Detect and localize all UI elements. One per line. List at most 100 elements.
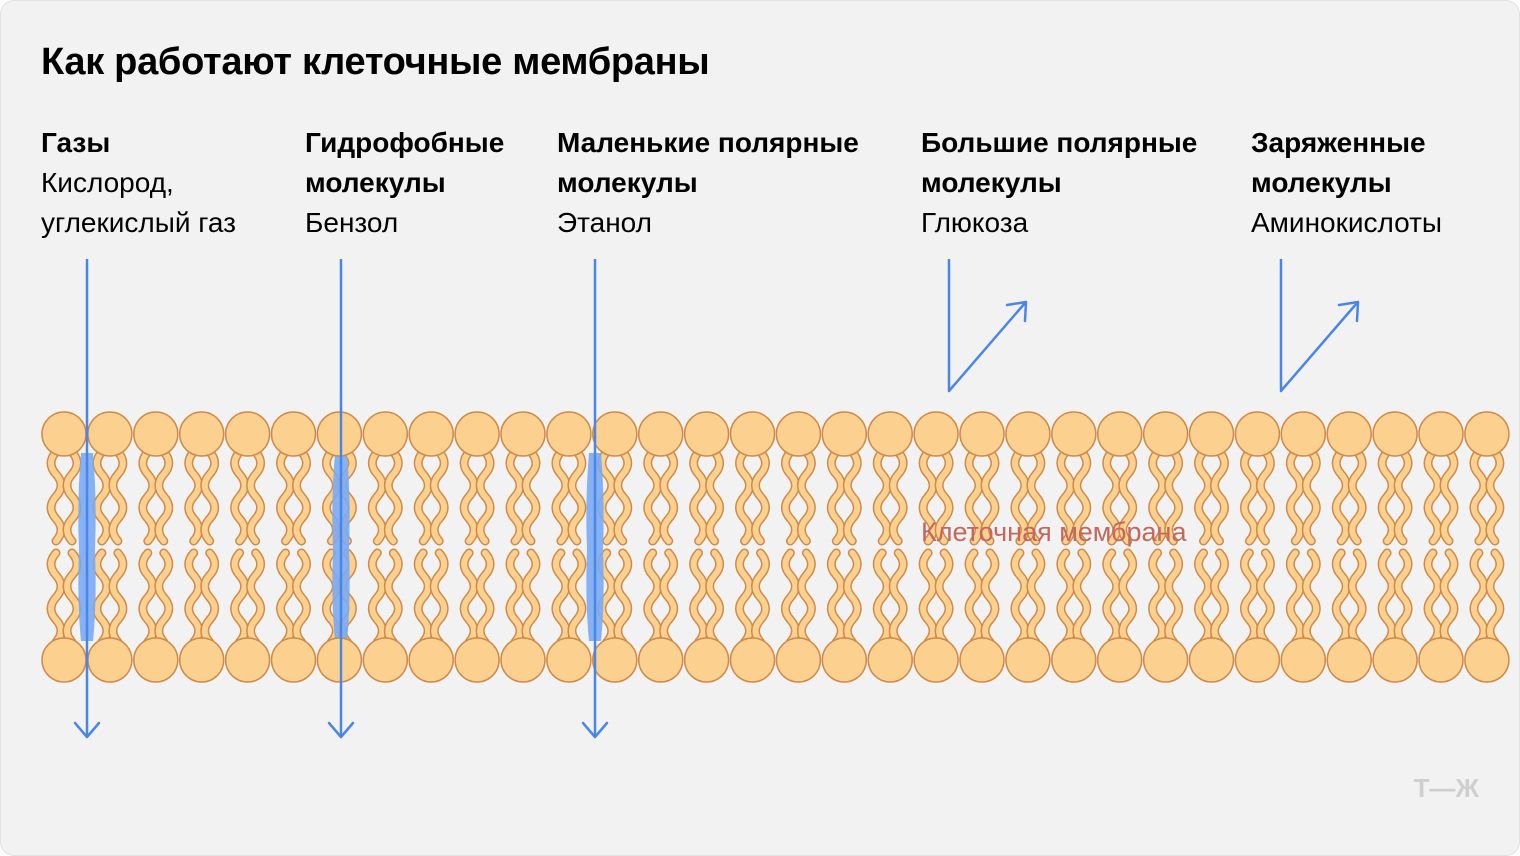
lipid-tail-fill [231, 550, 248, 645]
lipid-tail-fill [828, 550, 845, 645]
lipid-head-bottom [1372, 637, 1418, 683]
arrow-bounce [1279, 259, 1358, 393]
arrow-bounce [947, 259, 1026, 393]
lipid-tail-fill [1119, 550, 1136, 645]
lipid-tail-fill [477, 550, 494, 645]
category-gases: Газы Кислород, углекислый газ [41, 123, 281, 243]
lipid-head-top [1464, 411, 1510, 457]
lipid-head-top [913, 411, 959, 457]
lipid-tail-fill [109, 550, 126, 645]
lipid-head-top [592, 411, 638, 457]
lipid-head-bottom [1051, 637, 1097, 683]
lipid-tail-fill [1241, 550, 1258, 645]
lipid-tail-fill [1119, 449, 1136, 544]
lipid-tail-fill [1211, 550, 1228, 645]
category-example: Бензол [305, 207, 399, 238]
lipid-tail-fill [690, 449, 707, 544]
lipid-tail-fill [523, 550, 539, 645]
lipid-tail-fill [293, 550, 310, 645]
lipid-tail-fill [1379, 449, 1396, 544]
lipid-head-bottom [1142, 637, 1189, 683]
lipid-tail-fill [690, 550, 707, 645]
lipid-heads [41, 411, 1510, 683]
category-small-polar: Маленькие полярные молекулы Этанол [557, 123, 897, 243]
lipid-tail-fill [201, 449, 218, 544]
transport-arrows [73, 259, 1360, 739]
arrow-head [1337, 300, 1360, 323]
lipid-tail-fill [1149, 449, 1166, 544]
lipid-head-bottom [546, 637, 592, 683]
lipid-tail-fill [1011, 550, 1028, 645]
lipid-tail-fill [1395, 449, 1412, 544]
lipid-tail-fill [277, 550, 294, 645]
lipid-head-bottom [1418, 637, 1464, 683]
lipid-tail-fill [1333, 550, 1350, 645]
lipid-tail-fill [1073, 449, 1090, 544]
lipid-tail-fill [109, 449, 126, 544]
lipid-tail-fill [706, 449, 723, 544]
arrow-head [73, 721, 101, 739]
lipid-tail-fill [385, 550, 402, 645]
lipid-head-bottom [821, 637, 868, 683]
category-example: Глюкоза [921, 207, 1029, 238]
lipid-tail-fill [523, 449, 539, 544]
lipid-tail-fill [185, 550, 202, 645]
lipid-tail-fill [369, 550, 386, 645]
lipid-tails [46, 447, 1505, 647]
lipid-tail-fill [1257, 550, 1274, 645]
lipid-tail-fill [1211, 449, 1228, 544]
lipid-tail-fill [890, 449, 907, 544]
category-name: Маленькие полярные молекулы [557, 127, 859, 198]
lipid-tail-fill [1165, 449, 1182, 544]
lipid-tail-fill [1011, 449, 1028, 544]
lipid-head-bottom [683, 637, 730, 683]
lipid-head-top [41, 411, 87, 457]
lipid-head-bottom [867, 637, 913, 683]
lipid-tail-fill [752, 550, 769, 645]
lipid-tail-fill [660, 550, 677, 645]
lipid-head-top [362, 411, 409, 457]
lipid-head-bottom [637, 637, 684, 683]
lipid-tail-fill [185, 449, 202, 544]
lipid-tail-fill [874, 449, 891, 544]
lipid-tail-fill [966, 449, 982, 544]
lipid-head-top [1096, 411, 1143, 457]
category-charged: Заряженные молекулы Аминокислоты [1251, 123, 1491, 243]
lipid-tail-fill [415, 449, 432, 544]
lipid-head-bottom [454, 637, 500, 683]
lipid-head-top [133, 411, 179, 457]
lipid-head-bottom [408, 637, 454, 683]
lipid-tail-fill [231, 449, 248, 544]
lipid-head-top [637, 411, 684, 457]
lipid-tail-fill [1027, 550, 1044, 645]
lipid-head-bottom [362, 637, 409, 683]
lipid-tail-fill [598, 449, 615, 544]
lipid-tail-fill [982, 550, 998, 645]
lipid-tail-fill [1103, 449, 1120, 544]
lipid-tail-fill [1349, 449, 1366, 544]
lipid-tail-fill [966, 550, 982, 645]
lipid-head-top [1280, 411, 1327, 457]
lipid-tail-fill [782, 449, 799, 544]
lipid-tail-fill [644, 550, 661, 645]
lipid-tail-fill [706, 550, 723, 645]
category-name: Газы [41, 127, 111, 158]
lipid-tail-fill [293, 449, 310, 544]
lipid-tail-fill [1486, 449, 1503, 544]
lipid-tail-fill [552, 449, 569, 544]
lipid-head-top [729, 411, 776, 457]
lipid-head-top [959, 411, 1005, 457]
arrow-head [581, 721, 609, 739]
arrow-head [1005, 300, 1028, 323]
lipid-head-top [867, 411, 913, 457]
lipid-tail-fill [644, 449, 661, 544]
logo: Т—Ж [1414, 773, 1480, 803]
lipid-tail-fill [1287, 449, 1304, 544]
lipid-head-top [500, 411, 546, 457]
lipid-head-top [87, 411, 133, 457]
lipid-tail-fill [155, 449, 172, 544]
lipid-tail-fill [844, 449, 861, 544]
lipid-tail-fill [1241, 449, 1258, 544]
lipid-head-bottom [1005, 637, 1051, 683]
lipid-tail-fill [93, 550, 110, 645]
